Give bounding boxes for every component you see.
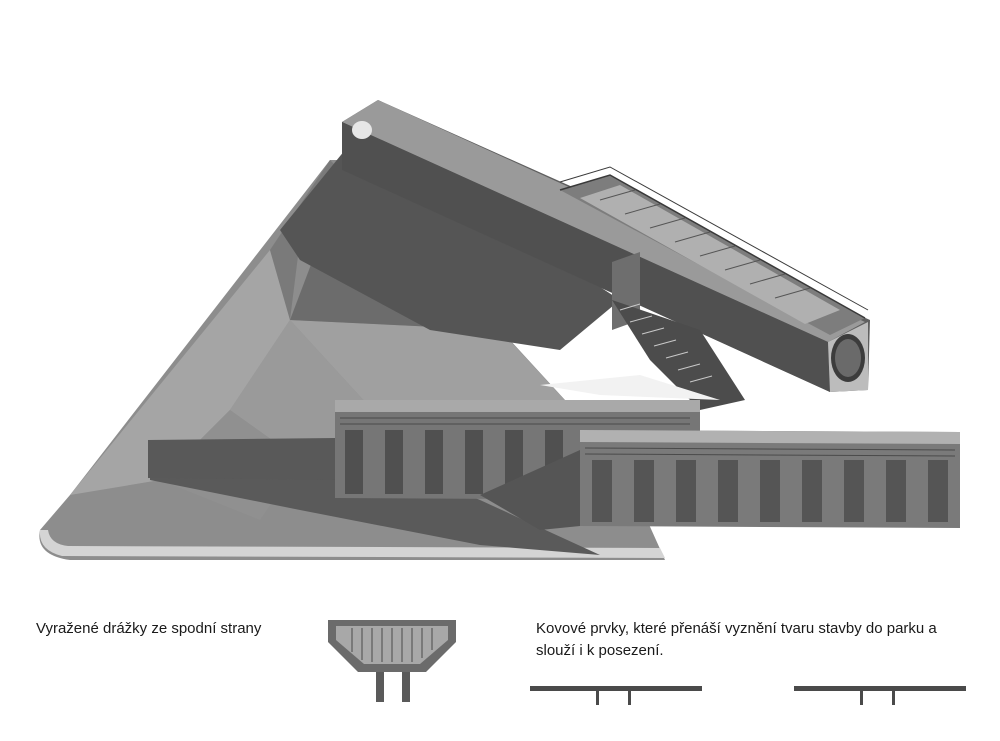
bench-drawing-1 [530, 686, 702, 705]
lower-deck-b [480, 430, 960, 530]
bench-drawing-2 [794, 686, 966, 705]
elevated-tube [342, 100, 870, 392]
staircase [540, 252, 745, 410]
section-detail-drawing [328, 620, 456, 702]
caption-grooves: Vyražené drážky ze spodní strany [36, 620, 262, 637]
axonometric-render [39, 100, 960, 560]
caption-metal-elements: Kovové prvky, které přenáší vyznění tvar… [536, 620, 937, 659]
